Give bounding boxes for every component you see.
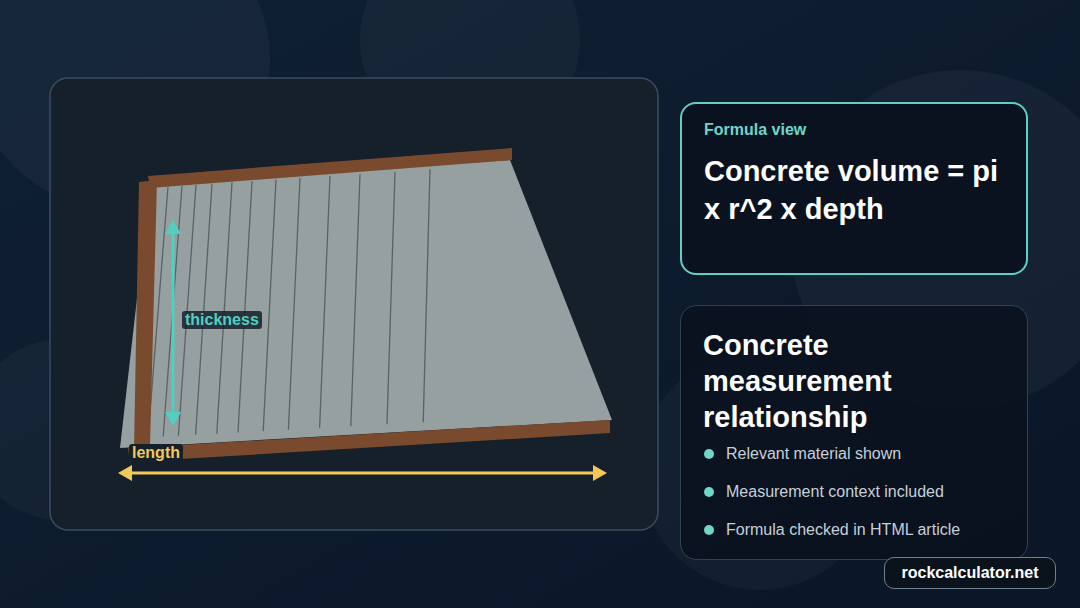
bullet-item: Formula checked in HTML article <box>703 511 1007 549</box>
bullet-dot <box>704 449 714 459</box>
info-card: Concrete measurement relationshipRelevan… <box>680 305 1028 560</box>
thickness-arrow <box>165 220 181 426</box>
bullet-dot <box>704 525 714 535</box>
length-arrow <box>118 465 607 481</box>
card-heading: Concrete measurement relationship <box>703 327 1007 435</box>
formula-text: Concrete volume = pi x r^2 x depth <box>704 152 1006 228</box>
formula-card: Formula viewConcrete volume = pi x r^2 x… <box>680 102 1028 275</box>
form-board-bottom <box>128 420 610 462</box>
form-board-left <box>134 180 157 449</box>
dimension-label: length <box>129 444 183 462</box>
concrete-slab <box>120 160 612 448</box>
bullet-item: Measurement context included <box>703 473 1007 511</box>
bullet-dot <box>704 487 714 497</box>
illustration-panel <box>50 78 658 530</box>
site-name: rockcalculator.net <box>902 564 1039 582</box>
form-board-top <box>148 148 512 188</box>
card-eyebrow: Formula view <box>704 120 1006 140</box>
bullet-item: Relevant material shown <box>703 435 1007 473</box>
site-badge: rockcalculator.net <box>884 557 1056 589</box>
dimension-label: thickness <box>182 311 262 329</box>
slab-texture <box>148 169 430 437</box>
